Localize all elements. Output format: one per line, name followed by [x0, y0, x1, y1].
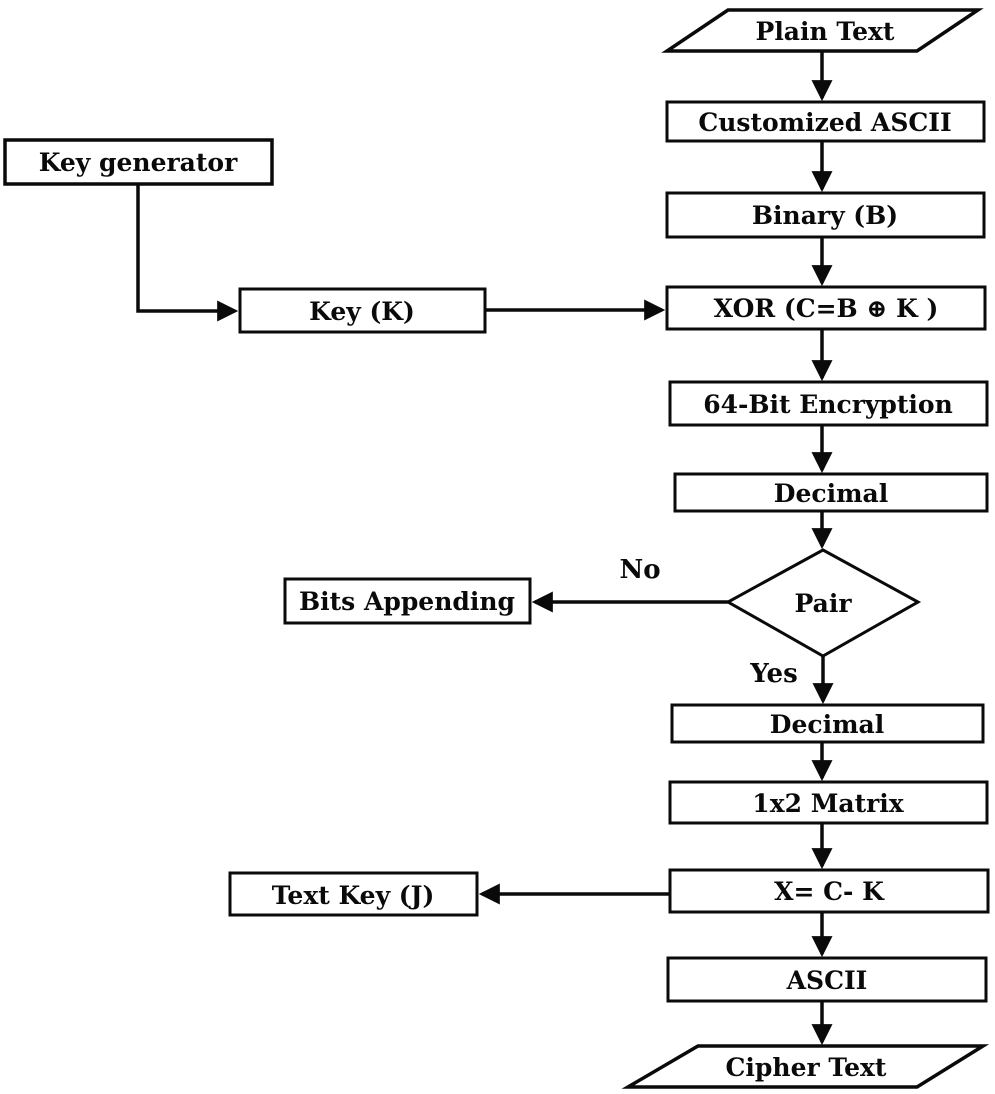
- 1x2-matrix-box: [668, 780, 989, 825]
- text-key-label: Text Key (J): [272, 881, 435, 910]
- node-decimal-1: Decimal: [673, 472, 989, 513]
- node-bits-appending: Bits Appending: [283, 577, 532, 625]
- decimal-1-box: [673, 472, 989, 513]
- 64bit-encryption-box: [668, 380, 989, 427]
- decimal-1-label: Decimal: [774, 479, 888, 508]
- binary-box: [665, 191, 986, 239]
- node-pair-decision: Pair: [724, 548, 922, 658]
- 1x2-matrix-label: 1x2 Matrix: [752, 789, 904, 818]
- node-64bit-encryption: 64-Bit Encryption: [668, 380, 989, 427]
- node-xor: XOR (C=B ⊕ K ): [665, 285, 987, 331]
- cipher-text-parallelogram: [621, 1044, 990, 1089]
- node-x-equation: X= C- K: [668, 868, 990, 914]
- bits-appending-box: [283, 577, 532, 625]
- xor-box: [665, 285, 987, 331]
- x-equation-box: [668, 868, 990, 914]
- key-k-box: [238, 287, 487, 334]
- no-branch-label: No: [619, 555, 660, 585]
- node-key-generator: Key generator: [3, 138, 274, 186]
- ascii-label: ASCII: [786, 966, 868, 995]
- yes-branch-label: Yes: [749, 659, 797, 689]
- node-customized-ascii: Customized ASCII: [665, 100, 986, 143]
- node-binary: Binary (B): [665, 191, 986, 239]
- plain-text-label: Plain Text: [756, 17, 895, 46]
- ascii-box: [666, 956, 988, 1003]
- key-generator-box: [3, 138, 274, 186]
- pair-diamond: [724, 548, 922, 658]
- node-text-key: Text Key (J): [228, 871, 479, 917]
- binary-label: Binary (B): [752, 201, 898, 230]
- text-key-box: [228, 871, 479, 917]
- 64bit-encryption-label: 64-Bit Encryption: [703, 390, 953, 419]
- node-decimal-2: Decimal: [670, 703, 985, 744]
- connectors: [136, 51, 834, 1046]
- cipher-text-label: Cipher Text: [726, 1053, 887, 1082]
- node-ascii: ASCII: [666, 956, 988, 1003]
- node-cipher-text: Cipher Text: [621, 1044, 990, 1089]
- node-plain-text: Plain Text: [661, 8, 984, 53]
- customized-ascii-box: [665, 100, 986, 143]
- key-generator-label: Key generator: [39, 148, 238, 177]
- bits-appending-label: Bits Appending: [299, 587, 515, 616]
- xor-label: XOR (C=B ⊕ K ): [714, 294, 939, 323]
- key-k-label: Key (K): [309, 297, 415, 326]
- customized-ascii-label: Customized ASCII: [698, 108, 951, 137]
- pair-label: Pair: [795, 589, 853, 618]
- node-key-k: Key (K): [238, 287, 487, 334]
- decimal-2-box: [670, 703, 985, 744]
- plain-text-parallelogram: [661, 8, 984, 53]
- x-equation-label: X= C- K: [774, 877, 885, 906]
- node-1x2-matrix: 1x2 Matrix: [668, 780, 989, 825]
- decimal-2-label: Decimal: [770, 710, 884, 739]
- arrow-keygenerator-to-key: [136, 183, 239, 322]
